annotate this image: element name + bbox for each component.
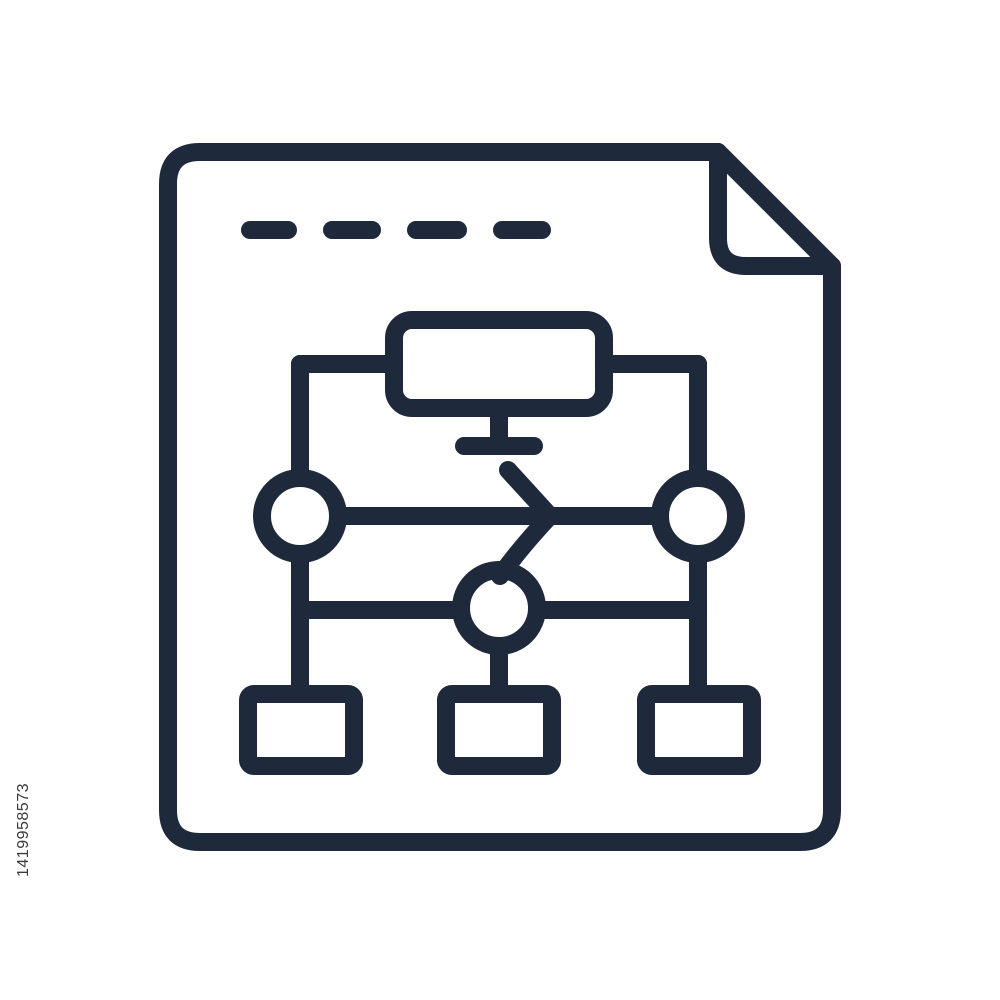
right-decision-node <box>651 469 745 563</box>
folded-corner <box>709 143 841 275</box>
bottom-left-box <box>239 685 363 775</box>
bottom-right-box <box>637 685 761 775</box>
bottom-center-box <box>437 685 561 775</box>
stock-id-watermark: 1419958573 <box>6 740 42 920</box>
stock-id-text: 1419958573 <box>15 783 33 877</box>
left-decision-node <box>253 469 347 563</box>
document-outline <box>159 143 841 851</box>
top-process-box <box>385 311 613 417</box>
